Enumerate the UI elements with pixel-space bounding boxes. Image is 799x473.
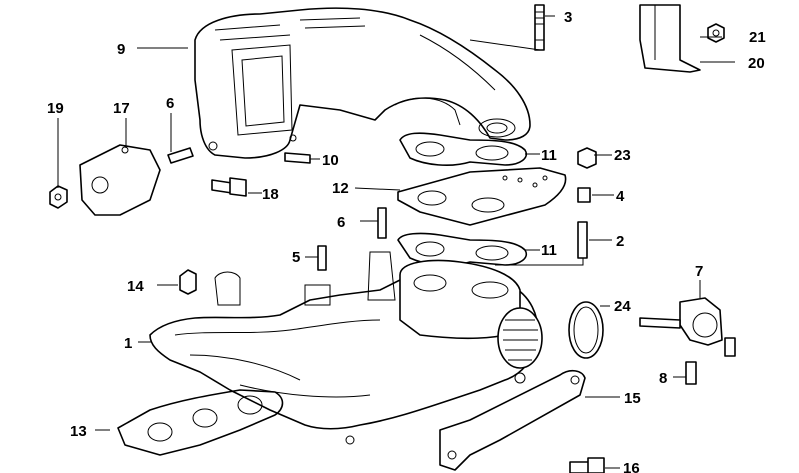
stud-6-upper (167, 147, 194, 164)
o-ring (568, 301, 604, 359)
callout-14: 14 (127, 278, 144, 295)
sleeve-4 (577, 187, 591, 203)
callout-3: 3 (564, 9, 572, 26)
spacer-plate (397, 167, 567, 226)
stud-6-lower (377, 207, 387, 239)
callout-11-lower: 11 (541, 242, 557, 259)
callout-12: 12 (332, 180, 349, 197)
callout-8: 8 (659, 370, 667, 387)
hex-nut (707, 23, 725, 43)
callout-5: 5 (292, 249, 300, 266)
callout-24: 24 (614, 298, 631, 315)
upper-gasket (399, 132, 527, 167)
right-bracket (639, 4, 701, 73)
idle-valve (639, 297, 736, 357)
callout-4: 4 (616, 188, 625, 205)
callout-7: 7 (695, 263, 703, 280)
callout-2: 2 (616, 233, 624, 250)
callout-1: 1 (124, 335, 132, 352)
callout-6-upper: 6 (166, 95, 174, 112)
support-bracket (439, 369, 586, 471)
callout-19: 19 (47, 100, 64, 117)
callout-13: 13 (70, 423, 87, 440)
nut-23 (577, 147, 597, 169)
nut-14 (179, 269, 197, 295)
callout-20: 20 (748, 55, 765, 72)
screw-8 (685, 361, 697, 385)
callout-15: 15 (624, 390, 641, 407)
stud-2 (577, 221, 588, 259)
stud-3 (534, 4, 545, 51)
callout-23: 23 (614, 147, 631, 164)
callout-11-upper: 11 (541, 147, 557, 164)
callout-10: 10 (322, 152, 339, 169)
callout-6-lower: 6 (337, 214, 345, 231)
upper-intake-manifold (194, 7, 531, 159)
callout-21: 21 (749, 29, 766, 46)
bolt-16 (569, 457, 605, 473)
callout-16: 16 (623, 460, 640, 473)
callout-18: 18 (262, 186, 279, 203)
callout-17: 17 (113, 100, 130, 117)
leader-lines (57, 15, 735, 469)
bolt-18 (211, 177, 247, 197)
callout-9: 9 (117, 41, 125, 58)
stud-10 (284, 152, 311, 164)
flange-gasket (117, 389, 284, 456)
nut-19 (49, 185, 68, 209)
mount-bracket (79, 144, 161, 216)
stud-5 (317, 245, 327, 271)
lower-gasket (397, 232, 527, 267)
